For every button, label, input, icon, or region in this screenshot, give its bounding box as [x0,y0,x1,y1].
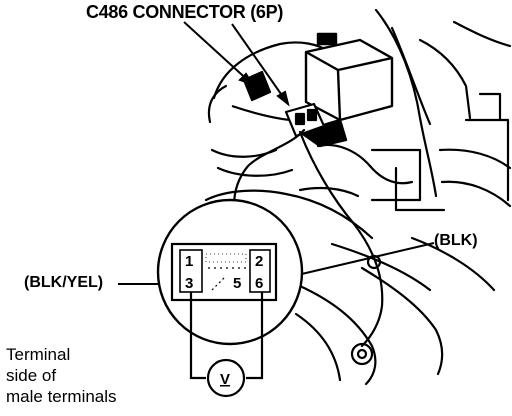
relay-box [298,32,394,148]
connector-title: C486 CONNECTOR (6P) [86,2,284,22]
pin-6-label: 6 [255,275,263,292]
wire-label-blk: (BLK) [434,232,478,249]
wire-label-blk-yel: (BLK/YEL) [24,274,104,291]
caption-line-2: side of [6,366,57,385]
engine-background [204,20,512,386]
voltmeter-symbol [206,358,246,398]
voltmeter-label: V [220,371,230,388]
caption-line-1: Terminal [6,345,71,364]
c486-connector-body [231,70,326,138]
pin-1-label: 1 [185,253,193,270]
pin-2-label: 2 [255,253,263,270]
wiring [232,8,438,348]
pin-5-label: 5 [233,275,241,292]
caption-line-3: male terminals [6,387,117,406]
view-caption: Terminal side of male terminals [6,344,117,407]
voltmeter-leads [189,292,264,380]
pin-3-label: 3 [185,275,193,292]
ground-terminal [350,254,382,366]
connector-face [170,242,278,302]
